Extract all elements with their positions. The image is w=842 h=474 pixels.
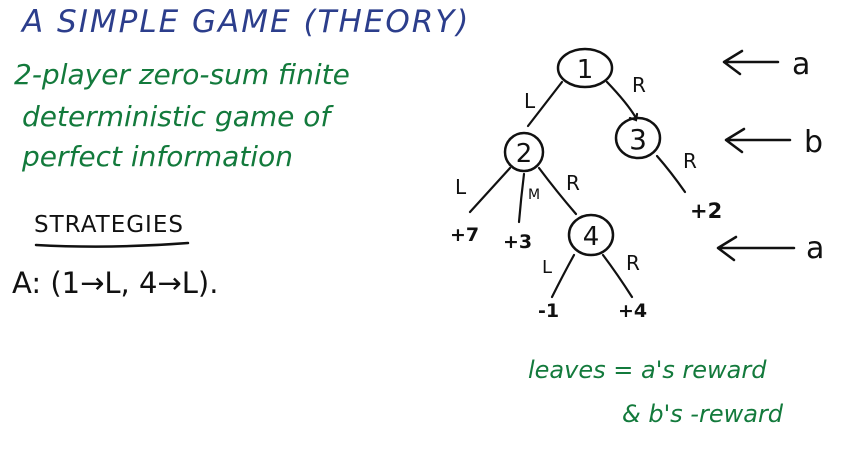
edge-label-4-leaf-m1: L [542,257,552,278]
edge-1-3 [605,80,638,120]
player-arrow-bottom [716,235,796,262]
description-line-1: 2-player zero-sum finite [14,58,350,91]
strategies-underline [34,241,190,248]
node-3-circle [614,116,662,160]
edge-label-1-2: L [524,89,536,113]
player-arrow-middle [724,127,792,154]
player-label-bottom: a [806,231,824,266]
node-2-label: 2 [516,139,533,169]
player-label-middle: b [804,125,823,160]
node-1-circle [556,47,614,89]
edge-4-leaf-m1 [550,253,576,299]
leaf-p3: +3 [503,231,532,253]
description-line-3: perfect information [22,140,293,173]
player-arrow-top [722,49,780,76]
page-title: A SIMPLE GAME (THEORY) [22,4,471,40]
node-4-label: 4 [583,222,600,252]
edge-label-4-leaf-p4: R [626,251,640,275]
node-3-label: 3 [629,123,647,156]
node-4-circle [567,213,615,257]
leaf-p7: +7 [450,224,479,246]
edge-label-2-leaf-p3: M [528,187,540,203]
edge-2-leaf-p7 [468,166,512,214]
edge-label-1-3: R [632,73,646,97]
edge-label-2-4: R [566,171,580,195]
edge-1-2 [526,80,564,128]
edge-3-leaf-p2 [655,154,687,194]
strategy-line: A: (1→L, 4→L). [12,266,219,300]
player-label-top: a [792,47,810,82]
note-line-1: leaves = a's reward [528,356,767,384]
edge-4-leaf-p4 [601,253,634,299]
edge-label-2-leaf-p7: L [455,175,467,199]
edge-label-3-leaf-p2: R [683,149,697,173]
node-1-label: 1 [577,55,594,85]
note-line-2: & b's -reward [622,400,784,428]
leaf-p2: +2 [690,199,722,223]
edge-2-leaf-p3 [517,172,526,224]
leaf-m1: -1 [538,300,559,322]
strategies-heading: STRATEGIES [34,212,184,238]
node-2-circle [503,131,545,173]
description-line-2: deterministic game of [22,100,331,133]
leaf-p4: +4 [618,300,647,322]
edge-2-4 [537,166,578,216]
